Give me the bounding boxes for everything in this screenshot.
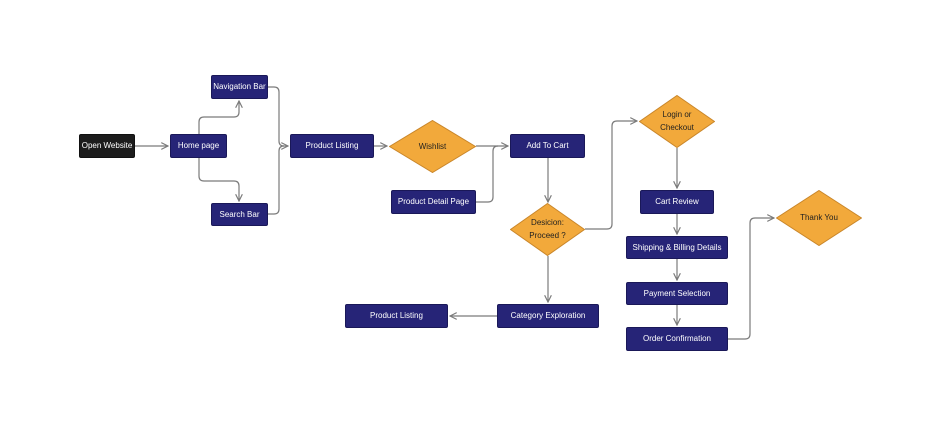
product-listing-2-label: Product Listing [370, 311, 423, 321]
navigation-bar-label: Navigation Bar [213, 82, 266, 92]
diamond-shape [389, 120, 476, 173]
search-bar-node: Search Bar [211, 203, 268, 226]
cart-review-node: Cart Review [640, 190, 714, 214]
product-listing-node: Product Listing [290, 134, 374, 158]
order-confirmation-node: Order Confirmation [626, 327, 728, 351]
wishlist-decision: Wishlist [389, 120, 476, 173]
product-listing-2-node: Product Listing [345, 304, 448, 328]
add-to-cart-node: Add To Cart [510, 134, 585, 158]
login-checkout-decision: Login or Checkout [639, 95, 715, 148]
open-website-label: Open Website [81, 141, 133, 151]
login-checkout-label-line1: Login or [662, 110, 692, 120]
connector-nav-to-listing [268, 86, 288, 146]
product-detail-page-node: Product Detail Page [391, 190, 476, 214]
thank-you-decision: Thank You [776, 190, 862, 246]
connector-order-to-thankyou [728, 218, 774, 340]
home-page-node: Home page [170, 134, 227, 158]
login-checkout-label-line2: Checkout [660, 123, 694, 132]
category-exploration-node: Category Exploration [497, 304, 599, 328]
cart-review-label: Cart Review [655, 197, 699, 207]
proceed-label-line1: Desicion: [531, 218, 564, 228]
connector-home-to-search [198, 158, 239, 201]
wishlist-label: Wishlist [418, 141, 447, 151]
add-to-cart-label: Add To Cart [526, 141, 569, 151]
connector-decision-to-login [585, 121, 637, 230]
payment-selection-node: Payment Selection [626, 282, 728, 305]
order-confirmation-label: Order Confirmation [642, 334, 712, 344]
navigation-bar-node: Navigation Bar [211, 75, 268, 99]
shipping-billing-node: Shipping & Billing Details [626, 236, 728, 259]
connector-home-to-nav [198, 101, 239, 134]
home-page-label: Home page [177, 141, 220, 151]
proceed-label-line2: Proceed ? [529, 231, 566, 240]
payment-selection-label: Payment Selection [643, 288, 711, 298]
thank-you-label: Thank You [800, 213, 838, 223]
category-exploration-label: Category Exploration [510, 311, 586, 321]
connector-search-to-listing [268, 145, 285, 215]
product-listing-label: Product Listing [305, 141, 359, 151]
diamond-shape [510, 203, 585, 256]
diamond-shape [776, 190, 862, 246]
product-detail-page-label: Product Detail Page [397, 197, 470, 207]
open-website-node: Open Website [79, 134, 135, 158]
shipping-billing-label: Shipping & Billing Details [632, 242, 722, 252]
search-bar-label: Search Bar [219, 209, 260, 219]
proceed-decision: Desicion: Proceed ? [510, 203, 585, 256]
connector-detail-to-cart [476, 145, 499, 203]
diamond-shape [639, 95, 715, 148]
